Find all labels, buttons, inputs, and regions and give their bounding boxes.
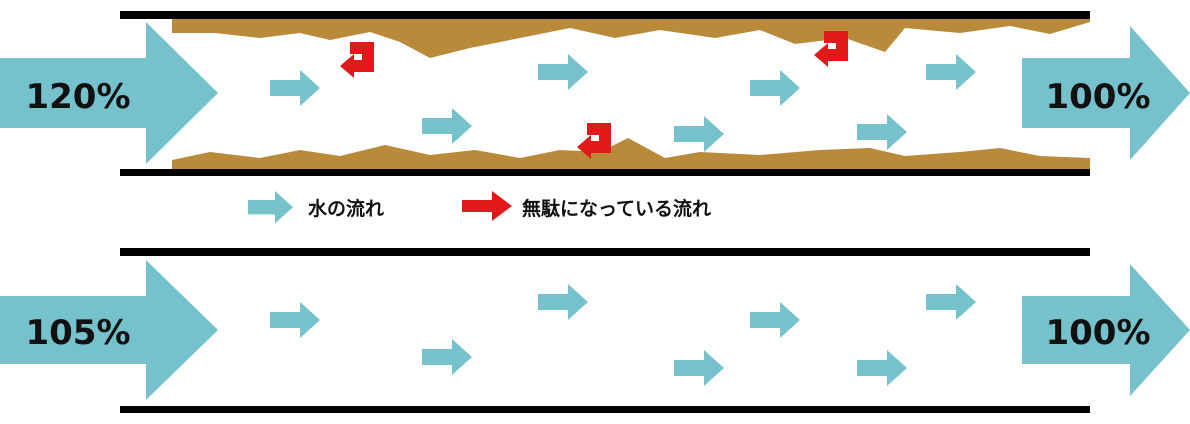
flow-arrow-small: [926, 284, 976, 320]
flow-arrow-small: [750, 70, 800, 106]
flow-arrow-small: [538, 284, 588, 320]
flow-arrow-small: [674, 350, 724, 386]
pipe-wall-top: [120, 11, 1090, 19]
legend-waste-label: 無駄になっている流れ: [522, 197, 711, 220]
inflow-arrow: [0, 22, 218, 164]
flow-arrow-small: [270, 70, 320, 106]
flow-arrow-small: [926, 54, 976, 90]
flow-arrow-small: [538, 54, 588, 90]
waste-arrow: [340, 42, 374, 78]
flow-arrow-small: [857, 350, 907, 386]
legend-flow-label: 水の流れ: [308, 197, 384, 220]
clean-pipe: 105% 100%: [0, 248, 1190, 413]
waste-arrow: [577, 123, 611, 159]
inflow-arrow: [0, 260, 218, 400]
flow-arrow-small: [750, 302, 800, 338]
flow-arrow-small: [270, 302, 320, 338]
outflow-label: 100%: [1045, 77, 1150, 117]
flow-arrow-small: [857, 114, 907, 150]
flow-arrow-small: [422, 339, 472, 375]
flow-arrow-small: [674, 116, 724, 152]
legend-waste-arrow: [462, 191, 512, 221]
clogged-pipe: 120% 100%: [0, 11, 1190, 176]
outflow-arrow: [1022, 264, 1190, 396]
waste-arrow: [814, 31, 848, 67]
legend-flow-arrow: [248, 191, 293, 224]
inflow-label: 120%: [25, 77, 130, 117]
inflow-label: 105%: [25, 313, 130, 353]
top-deposit: [172, 19, 1090, 58]
bottom-deposit: [172, 138, 1090, 171]
pipe-wall-top: [120, 248, 1090, 256]
outflow-label: 100%: [1045, 313, 1150, 353]
pipe-wall-bottom: [120, 169, 1090, 176]
outflow-arrow: [1022, 26, 1190, 160]
legend: 水の流れ 無駄になっている流れ: [248, 191, 711, 224]
flow-arrow-small: [422, 108, 472, 144]
pipe-wall-bottom: [120, 406, 1090, 413]
